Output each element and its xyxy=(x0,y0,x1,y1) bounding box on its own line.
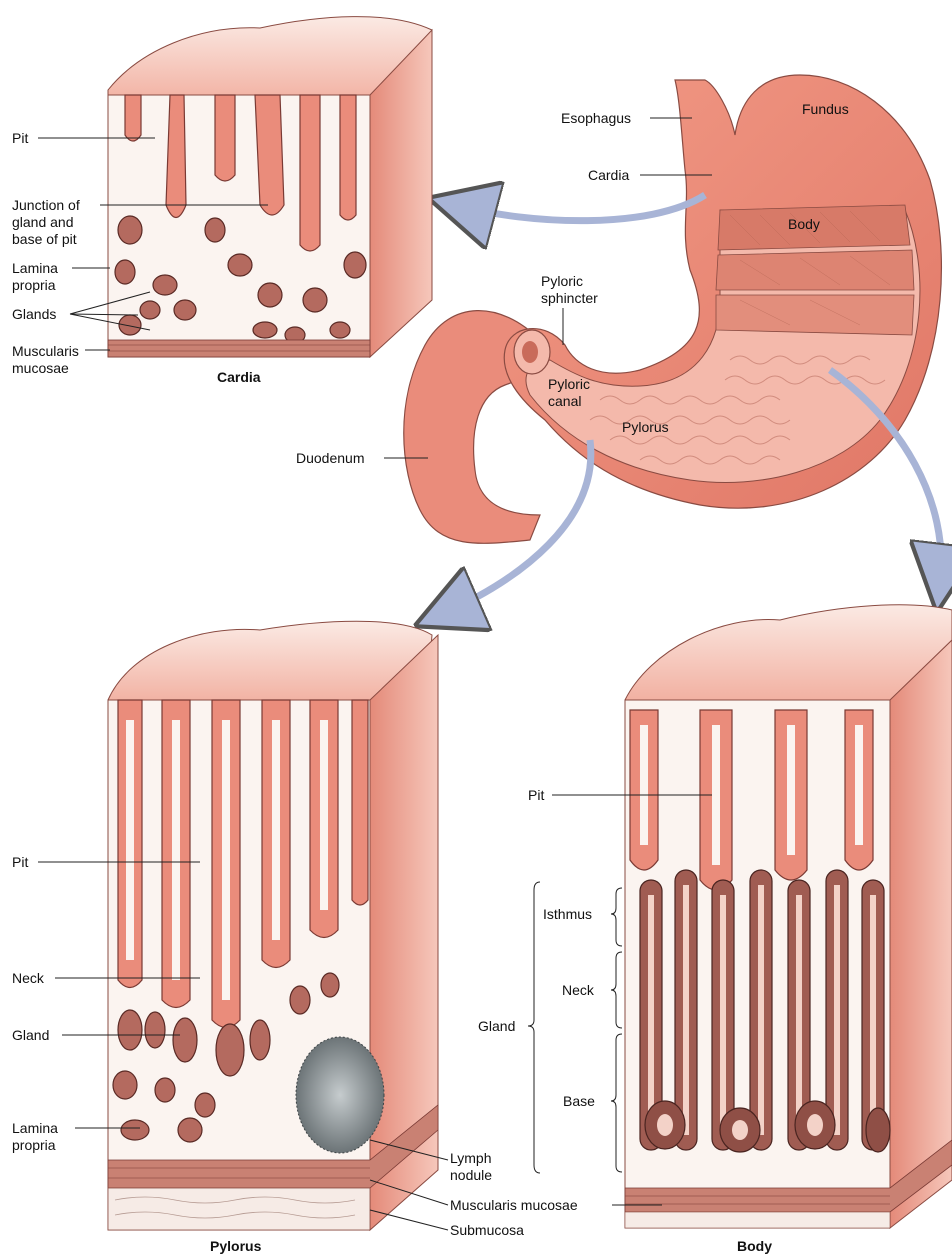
body-side-face xyxy=(890,640,952,1228)
pylorus-submucosa-layer xyxy=(108,1188,370,1230)
body-tissue-block xyxy=(625,605,952,1228)
lymph-nodule-shape xyxy=(296,1037,384,1153)
pylorus-caption: Pylorus xyxy=(210,1238,261,1254)
pylorus-tissue-block xyxy=(108,621,438,1230)
body-caption: Body xyxy=(737,1238,772,1254)
label-pyloric-sphincter: Pyloric sphincter xyxy=(541,273,598,307)
stomach-illustration xyxy=(404,75,942,543)
label-cardia: Cardia xyxy=(588,167,629,184)
pylorus-label-pit: Pit xyxy=(12,854,28,871)
label-pylorus: Pylorus xyxy=(622,419,669,436)
cardia-label-muscularis-mucosae: Muscularis mucosae xyxy=(12,343,79,377)
pylorus-label-lymph-nodule: Lymph nodule xyxy=(450,1150,492,1184)
cardia-tissue-block xyxy=(108,17,432,357)
body-label-gland: Gland xyxy=(478,1018,515,1035)
cardia-caption: Cardia xyxy=(217,369,261,385)
label-duodenum: Duodenum xyxy=(296,450,365,467)
label-esophagus: Esophagus xyxy=(561,110,631,127)
cardia-label-junction: Junction of gland and base of pit xyxy=(12,197,80,248)
pyloric-opening xyxy=(522,341,538,363)
body-label-isthmus: Isthmus xyxy=(543,906,592,923)
pylorus-label-gland: Gland xyxy=(12,1027,49,1044)
pylorus-label-muscularis-mucosae: Muscularis mucosae xyxy=(450,1197,578,1214)
label-pyloric-canal: Pyloric canal xyxy=(548,376,590,410)
pylorus-label-lamina-propria: Lamina propria xyxy=(12,1120,58,1154)
body-label-neck: Neck xyxy=(562,982,594,999)
cardia-muscularis-layer xyxy=(108,340,370,357)
body-label-pit: Pit xyxy=(528,787,544,804)
cardia-label-glands: Glands xyxy=(12,306,56,323)
label-fundus: Fundus xyxy=(802,101,849,118)
cardia-label-pit: Pit xyxy=(12,130,28,147)
label-body: Body xyxy=(788,216,820,233)
muscle-band-3 xyxy=(716,295,914,335)
arrow-to-cardia xyxy=(455,195,705,221)
cardia-label-lamina-propria: Lamina propria xyxy=(12,260,58,294)
body-label-base: Base xyxy=(563,1093,595,1110)
muscle-band-2 xyxy=(716,250,914,290)
pylorus-label-submucosa: Submucosa xyxy=(450,1222,524,1239)
pylorus-label-neck: Neck xyxy=(12,970,44,987)
